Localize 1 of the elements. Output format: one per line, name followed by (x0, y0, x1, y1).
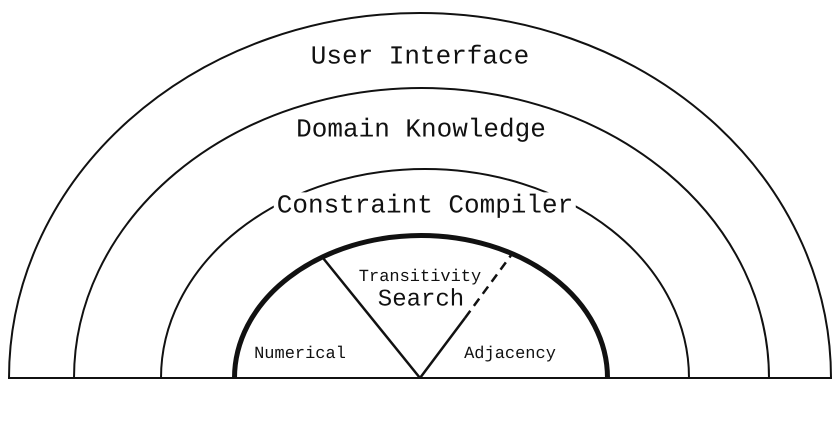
layer-label: Constraint Compiler (274, 192, 576, 220)
